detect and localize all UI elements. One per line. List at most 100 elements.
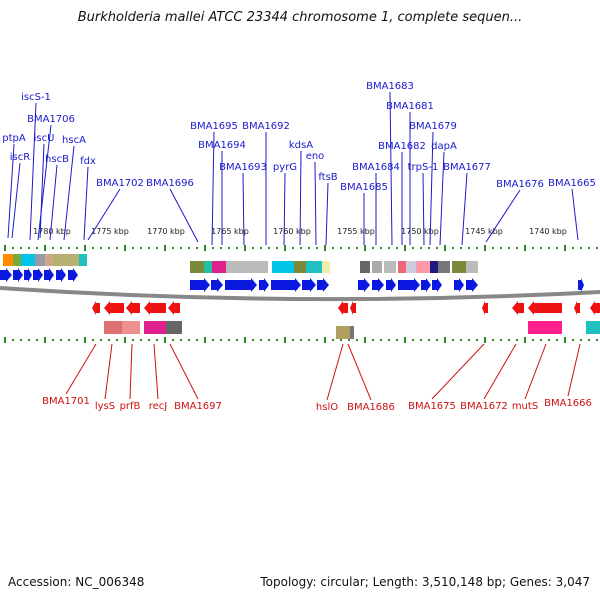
feature-block bbox=[438, 261, 450, 273]
axis-tick bbox=[100, 339, 102, 341]
minus-gene-arrow bbox=[590, 301, 600, 315]
feature-block bbox=[322, 261, 330, 273]
axis-tick bbox=[164, 337, 166, 343]
axis-tick bbox=[420, 339, 422, 341]
axis-tick bbox=[596, 247, 598, 249]
minus-gene-arrow bbox=[104, 301, 124, 315]
plus-gene-arrow bbox=[454, 278, 464, 292]
axis-tick bbox=[4, 245, 6, 251]
label-leader-line bbox=[153, 343, 159, 400]
axis-tick bbox=[556, 339, 558, 341]
plus-gene-arrow bbox=[317, 278, 329, 292]
label-leader-line bbox=[49, 164, 58, 241]
plus-gene-arrow bbox=[24, 268, 32, 282]
axis-tick bbox=[92, 247, 94, 249]
axis-tick bbox=[484, 337, 486, 343]
axis-tick bbox=[132, 247, 134, 249]
minus-strand-genes bbox=[92, 301, 600, 315]
axis-tick bbox=[76, 339, 78, 341]
axis-tick bbox=[340, 247, 342, 249]
feature-block bbox=[416, 261, 430, 273]
label-leader-line bbox=[485, 189, 521, 243]
axis-tick bbox=[212, 247, 214, 249]
plus-gene-arrow bbox=[372, 278, 384, 292]
plus-gene-label: BMA1683 bbox=[366, 81, 414, 92]
axis-tick bbox=[228, 247, 230, 249]
axis-tick bbox=[444, 337, 446, 343]
label-leader-line bbox=[7, 143, 15, 239]
axis-tick bbox=[508, 247, 510, 249]
axis-tick bbox=[460, 339, 462, 341]
axis-tick bbox=[532, 247, 534, 249]
axis-tick bbox=[372, 339, 374, 341]
plus-gene-label: BMA1693 bbox=[219, 162, 267, 173]
genome-summary-text: Topology: circular; Length: 3,510,148 bp… bbox=[260, 575, 590, 589]
feature-block bbox=[104, 321, 122, 334]
feature-block bbox=[122, 321, 140, 334]
plus-gene-label: BMA1665 bbox=[548, 178, 596, 189]
axis-tick bbox=[388, 247, 390, 249]
axis-tick bbox=[492, 247, 494, 249]
label-leader-line bbox=[326, 343, 344, 401]
axis-tick bbox=[84, 245, 86, 251]
axis-tick bbox=[508, 339, 510, 341]
minus-gene-label: recJ bbox=[149, 401, 168, 412]
label-leader-line bbox=[439, 151, 445, 246]
axis-tick bbox=[252, 339, 254, 341]
plus-gene-label: BMA1682 bbox=[378, 141, 426, 152]
plus-gene-arrow bbox=[271, 278, 301, 292]
axis-tick bbox=[268, 339, 270, 341]
plus-gene-label: BMA1685 bbox=[340, 182, 388, 193]
axis-tick bbox=[236, 339, 238, 341]
scale-label: 1775 kbp bbox=[91, 227, 129, 236]
axis-tick bbox=[516, 247, 518, 249]
axis-tick bbox=[52, 247, 54, 249]
feature-block bbox=[13, 254, 21, 266]
chromosome-backbone bbox=[0, 286, 600, 302]
plus-gene-label: BMA1694 bbox=[198, 140, 246, 151]
label-leader-line bbox=[169, 188, 199, 243]
plus-gene-arrow bbox=[386, 278, 396, 292]
minus-gene-label: mutS bbox=[512, 401, 538, 412]
axis-tick bbox=[452, 339, 454, 341]
axis-tick bbox=[284, 337, 286, 343]
feature-block bbox=[466, 261, 478, 273]
axis-tick bbox=[140, 247, 142, 249]
plus-gene-arrow bbox=[432, 278, 442, 292]
plus-gene-label: trpS-1 bbox=[408, 162, 439, 173]
plus-gene-arrow bbox=[13, 268, 23, 282]
axis-tick bbox=[324, 245, 326, 251]
axis-tick bbox=[356, 339, 358, 341]
axis-tick bbox=[188, 339, 190, 341]
axis-tick bbox=[412, 247, 414, 249]
label-leader-line bbox=[129, 343, 133, 400]
axis-tick bbox=[564, 337, 566, 343]
axis-tick bbox=[116, 247, 118, 249]
scale-label: 1745 kbp bbox=[465, 227, 503, 236]
axis-tick bbox=[292, 339, 294, 341]
label-leader-line bbox=[87, 188, 121, 241]
feature-block bbox=[53, 254, 79, 266]
axis-tick bbox=[436, 247, 438, 249]
axis-tick bbox=[396, 339, 398, 341]
feature-block bbox=[212, 261, 226, 273]
label-leader-line bbox=[483, 343, 517, 400]
axis-tick bbox=[468, 339, 470, 341]
label-leader-line bbox=[347, 343, 372, 401]
axis-tick bbox=[492, 339, 494, 341]
axis-tick bbox=[164, 245, 166, 251]
axis-tick bbox=[252, 247, 254, 249]
axis-tick bbox=[548, 339, 550, 341]
scale-label: 1750 kbp bbox=[401, 227, 439, 236]
axis-tick bbox=[364, 337, 366, 343]
accession-text: Accession: NC_006348 bbox=[8, 575, 145, 589]
axis-tick bbox=[332, 339, 334, 341]
feature-block bbox=[452, 261, 466, 273]
feature-block bbox=[226, 261, 268, 273]
minus-gene-arrow bbox=[144, 301, 166, 315]
minus-gene-arrow bbox=[528, 301, 562, 315]
feature-block bbox=[45, 254, 53, 266]
label-leader-line bbox=[11, 162, 21, 239]
